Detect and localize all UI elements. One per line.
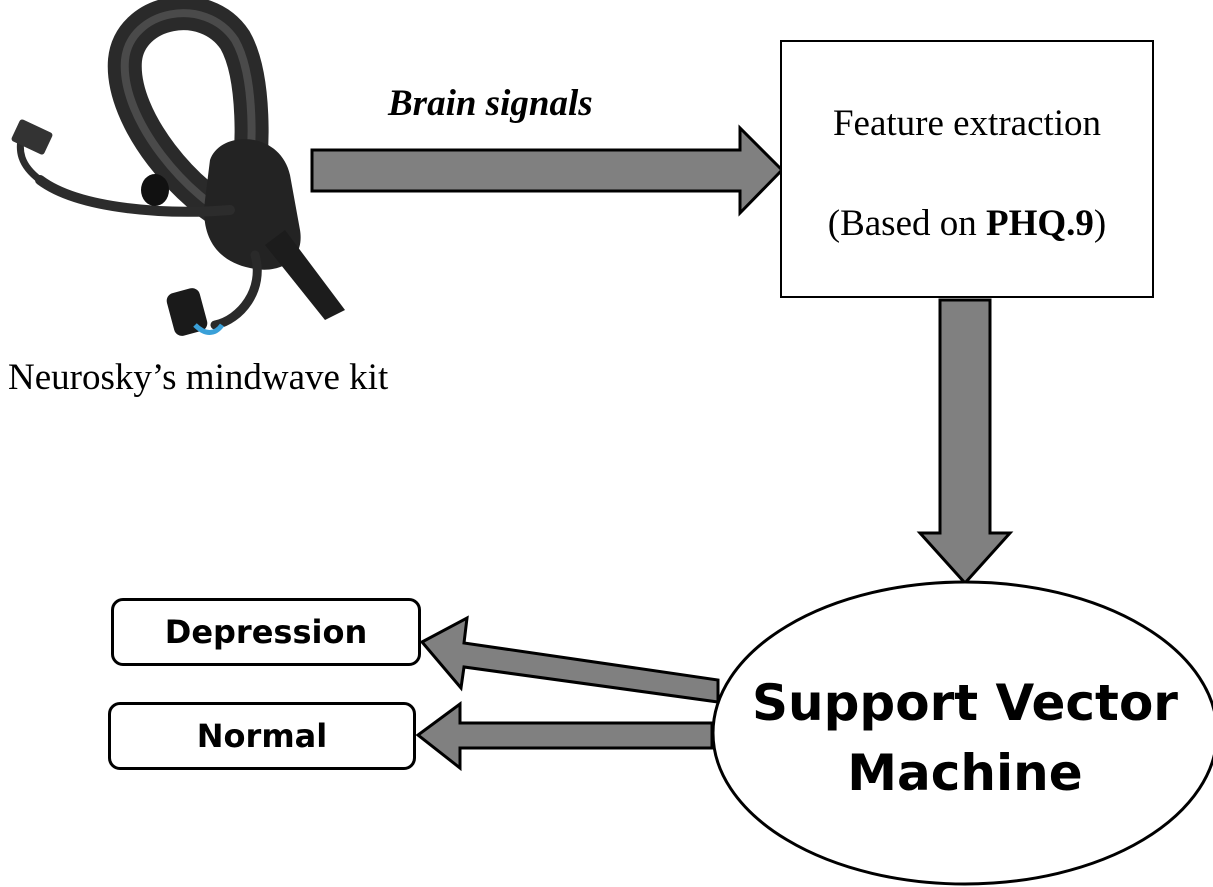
- arrow-normal: [415, 701, 714, 772]
- output-normal-label: Normal: [196, 717, 328, 755]
- arrow-signal: [310, 124, 785, 217]
- feature-box-prefix: (Based on: [827, 203, 986, 244]
- feature-box-title: Feature extraction: [832, 103, 1102, 144]
- device-caption: Neurosky’s mindwave kit: [8, 357, 389, 398]
- output-normal-box: Normal: [108, 702, 416, 770]
- svm-label: Support Vector Machine: [715, 668, 1213, 808]
- output-depression-label: Depression: [164, 613, 368, 651]
- eeg-headset-icon: [11, 0, 345, 336]
- output-depression-box: Depression: [111, 598, 421, 666]
- feature-box-subtitle: (Based on PHQ.9): [782, 202, 1152, 245]
- feature-extraction-box: Feature extraction (Based on PHQ.9): [780, 40, 1154, 298]
- svm-label-line2: Machine: [847, 744, 1083, 802]
- phq9-label: PHQ.9: [986, 203, 1094, 244]
- signal-label: Brain signals: [388, 83, 593, 124]
- arrow-down: [916, 298, 1014, 586]
- arrow-depression: [419, 615, 720, 704]
- feature-box-suffix: ): [1093, 203, 1107, 244]
- svm-label-line1: Support Vector: [752, 674, 1178, 732]
